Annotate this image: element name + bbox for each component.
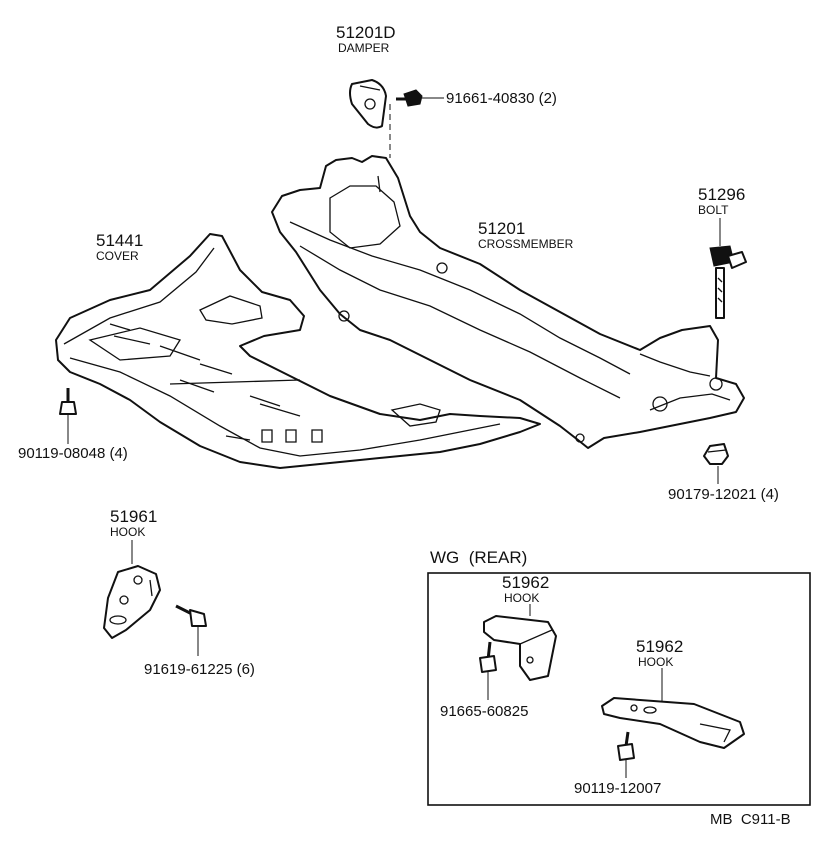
damper-bolt-part xyxy=(396,89,423,107)
crossmember-part xyxy=(271,155,745,449)
crossmember-nut-part xyxy=(703,443,729,465)
front-hook-bolt-number: 91619-61225 (6) xyxy=(144,661,255,678)
inset-title: WG (REAR) xyxy=(430,548,527,567)
crossmember-nut-number: 90179-12021 (4) xyxy=(668,486,779,503)
rear-hook-a-bolt-number: 91665-60825 xyxy=(440,703,528,720)
rear-hook-b-bolt-number: 90119-12007 xyxy=(574,780,661,797)
bolt-number: 51296 xyxy=(698,185,745,204)
front-hook-name: HOOK xyxy=(110,525,145,539)
rear-hook-b-bolt-part xyxy=(617,731,635,761)
rear-hook-b-number: 51962 xyxy=(636,637,683,656)
crossmember-name: CROSSMEMBER xyxy=(478,237,574,251)
rear-hook-b-name: HOOK xyxy=(638,655,673,669)
damper-bolt-number: 91661-40830 (2) xyxy=(446,90,557,107)
rear-hook-a-name: HOOK xyxy=(504,591,539,605)
crossmember-number: 51201 xyxy=(478,219,525,238)
bolt-name: BOLT xyxy=(698,203,729,217)
rear-hook-a-number: 51962 xyxy=(502,573,549,592)
front-hook-part xyxy=(103,565,161,639)
damper-number: 51201D xyxy=(336,23,396,42)
wg-rear-inset-frame xyxy=(427,572,811,806)
cover-number: 51441 xyxy=(96,231,143,250)
cover-bolt-part xyxy=(59,388,77,415)
bolt-51296-part xyxy=(709,245,747,319)
diagram-code: MB C911-B xyxy=(710,811,791,828)
front-hook-bolt-part xyxy=(175,604,207,627)
damper-part xyxy=(349,79,387,129)
rear-hook-a-part xyxy=(483,615,557,681)
rear-hook-a-bolt-part xyxy=(479,641,497,673)
cover-bolt-number: 90119-08048 (4) xyxy=(18,445,128,462)
cover-name: COVER xyxy=(96,249,139,263)
damper-name: DAMPER xyxy=(338,41,390,55)
front-hook-number: 51961 xyxy=(110,507,157,526)
cover-part xyxy=(55,233,541,469)
rear-hook-b-part xyxy=(601,697,745,749)
